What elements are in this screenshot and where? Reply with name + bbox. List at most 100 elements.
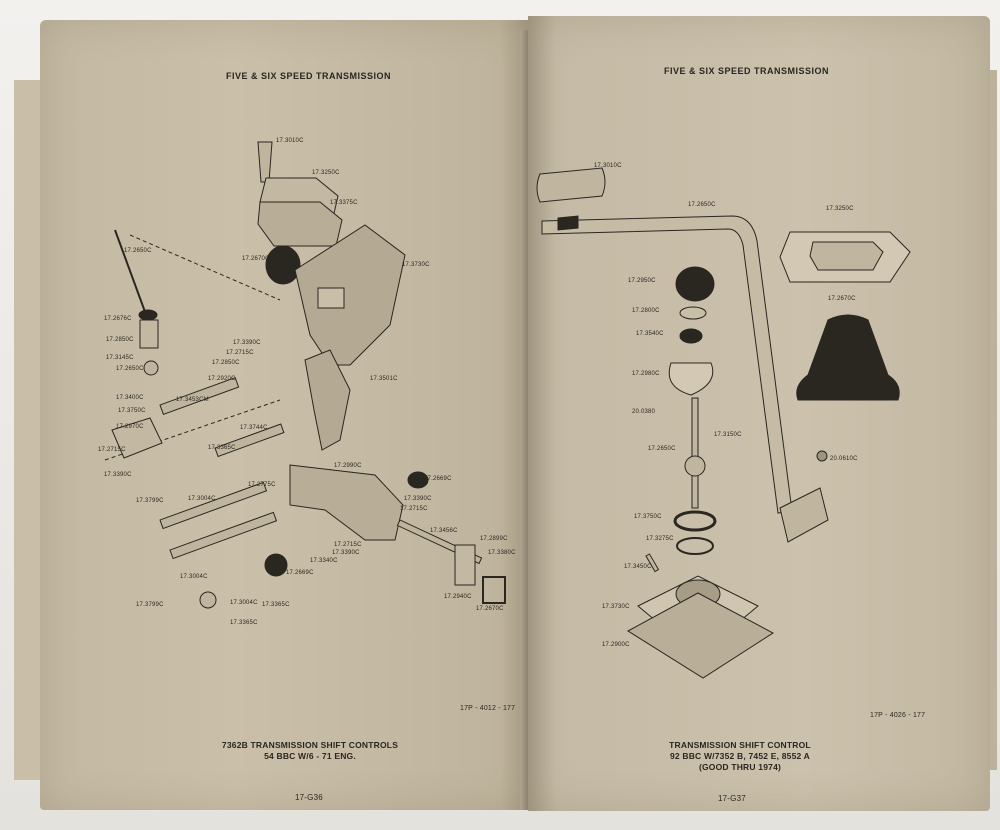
right-page: FIVE & SIX SPEED TRANSMISSION (528, 16, 990, 811)
clevis-part (454, 544, 476, 586)
part-label: 17.3799C (136, 498, 164, 504)
part-label: 17.3400C (116, 395, 144, 401)
bottom-fitting-part (199, 591, 217, 609)
shift-lever-part (541, 215, 793, 514)
part-label: 17.3540C (636, 331, 664, 337)
rail-tube-part-2 (214, 423, 285, 458)
part-label: 17.3004C (180, 574, 208, 580)
part-label: 17.3010C (594, 163, 622, 169)
left-caption-line-2: 54 BBC W/6 - 71 ENG. (264, 751, 356, 761)
console-window-part (317, 287, 345, 309)
right-page-header: FIVE & SIX SPEED TRANSMISSION (664, 66, 830, 76)
page-stack-left (14, 80, 44, 780)
part-label: 17.2800C (632, 308, 660, 314)
part-label: 17.2980C (632, 371, 660, 377)
part-label: 17.2920C (208, 376, 236, 382)
right-caption: TRANSMISSION SHIFT CONTROL 92 BBC W/7352… (640, 740, 840, 773)
part-label: 17.3365C (262, 602, 290, 608)
part-label: 17.3004C (188, 496, 216, 502)
right-exploded-diagram (536, 167, 911, 679)
part-label: 17.3390C (104, 472, 132, 478)
part-label: 17.2940C (444, 594, 472, 600)
part-label: 17.3380C (488, 550, 516, 556)
main-housing-part (289, 464, 404, 541)
left-page-code: 17P - 4012 - 177 (460, 705, 516, 712)
shift-block-part (111, 417, 163, 459)
part-label: 17.3010C (276, 138, 304, 144)
part-label: 17.3390C (233, 340, 261, 346)
part-label: 20.0380 (632, 409, 656, 415)
part-label: 17.3145C (106, 355, 134, 361)
part-label: 17.3730C (402, 262, 430, 268)
lever-ball-part (138, 309, 158, 321)
part-label: 17.3799C (136, 602, 164, 608)
part-label: 17.3453CM (176, 397, 209, 403)
part-label: 17.2650C (124, 248, 152, 254)
bushing-part (679, 328, 703, 344)
part-label: 17.2669C (424, 476, 452, 482)
long-rod-part-2 (169, 511, 278, 560)
part-label: 17.2850C (106, 337, 134, 343)
part-label: 17.3365C (230, 620, 258, 626)
lever-pivot-part (143, 360, 159, 376)
part-label: 17.3456C (430, 528, 458, 534)
right-caption-line-2: 92 BBC W/7352 B, 7452 E, 8552 A (669, 751, 811, 761)
ball-part (684, 455, 706, 477)
part-label: 17.3150C (714, 432, 742, 438)
part-label: 17.2715C (334, 542, 362, 548)
part-label: 17.3390C (332, 550, 360, 556)
part-label: 17.2775C (248, 482, 276, 488)
top-plate-inner (809, 241, 884, 271)
part-label: 17.3750C (634, 514, 662, 520)
part-label: 17.2650C (648, 446, 676, 452)
rubber-boot-part (265, 245, 301, 285)
lever-joint-part (139, 319, 159, 349)
rubber-boot-part (796, 314, 900, 401)
part-label: 17.3730C (602, 604, 630, 610)
washer-part (679, 306, 707, 320)
part-label: 17.2715C (400, 506, 428, 512)
left-page-header: FIVE & SIX SPEED TRANSMISSION (226, 71, 392, 81)
base-gasket-part (627, 592, 774, 679)
gear-part (264, 553, 288, 577)
dark-nut-part (407, 471, 429, 489)
part-label: 17.3365C (208, 445, 236, 451)
part-label: 17.3275C (646, 536, 674, 542)
part-label: 17.2970C (116, 424, 144, 430)
long-rod-part (159, 481, 268, 530)
part-label: 17.2990C (334, 463, 362, 469)
part-label: 17.3340C (310, 558, 338, 564)
right-caption-line-1: TRANSMISSION SHIFT CONTROL (669, 740, 811, 750)
part-label: 17.2899C (480, 536, 508, 542)
right-page-code: 17P - 4026 - 177 (870, 712, 926, 719)
part-label: 17.2670C (828, 296, 856, 302)
o-ring-part (676, 537, 714, 555)
part-label: 17.3250C (312, 170, 340, 176)
part-label: 20.0610C (830, 456, 858, 462)
lever-bracket-part (779, 487, 829, 543)
part-label: 17.3390C (404, 496, 432, 502)
part-label: 17.3501C (370, 376, 398, 382)
knob-tube-part (536, 167, 606, 203)
left-exploded-diagram (104, 141, 506, 609)
part-label: 17.3250C (826, 206, 854, 212)
part-label: 17.2850C (212, 360, 240, 366)
part-label: 17.3004C (230, 600, 258, 606)
part-label: 17.2715C (226, 350, 254, 356)
upper-boot-part (675, 266, 715, 302)
lever-spring-part (557, 215, 579, 231)
part-label: 17.2670C (476, 606, 504, 612)
snap-ring-part (673, 510, 717, 532)
console-housing-part (294, 224, 406, 366)
part-label: 17.2676C (104, 316, 132, 322)
part-label: 17.2900C (602, 642, 630, 648)
right-page-number: 17-G37 (718, 794, 746, 803)
ball-stem-part (691, 397, 699, 509)
part-label: 17.3450C (624, 564, 652, 570)
bolt-part (816, 450, 828, 462)
part-label: 17.2650C (688, 202, 716, 208)
left-page: FIVE & SIX SPEED TRANSMISSION (40, 20, 530, 810)
part-label: 17.2950C (628, 278, 656, 284)
part-label: 17.2650C (116, 366, 144, 372)
